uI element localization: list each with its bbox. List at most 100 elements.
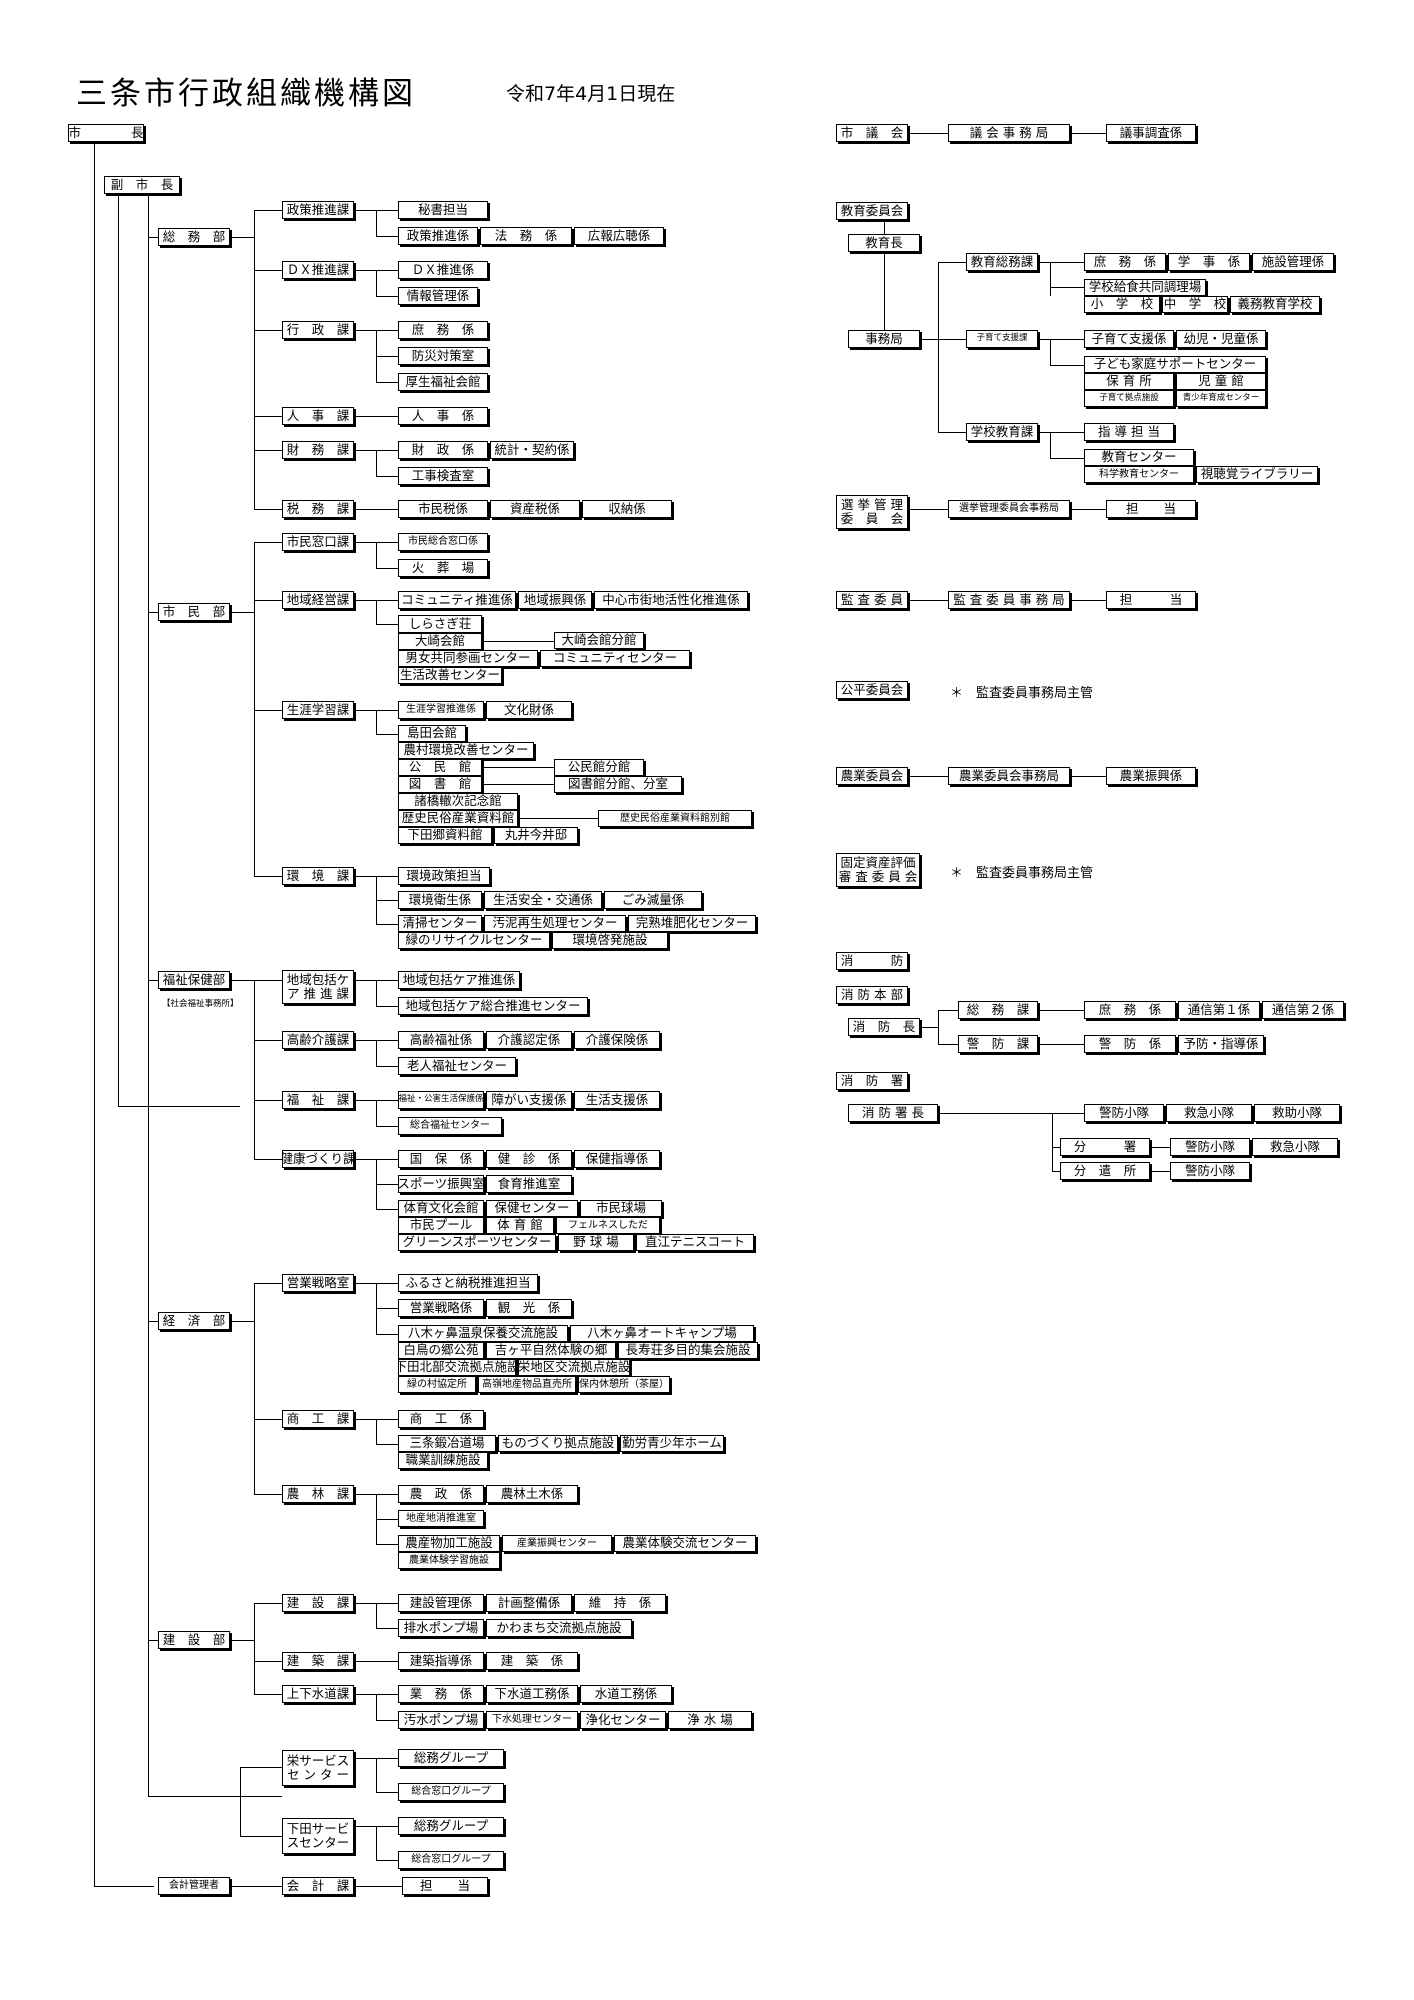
unit: しらさぎ荘 [398,615,482,633]
section-gyosei: 行 政 課 [282,321,354,339]
dept-shimin: 市 民 部 [158,603,230,621]
unit: 勤労青少年ホーム [620,1435,724,1452]
unit: 食育推進室 [486,1175,572,1193]
unit: ものづくり拠点施設 [498,1435,618,1452]
unit: コミュニティ推進係 [398,591,516,609]
dept-kensetsu: 建 設 部 [158,1631,230,1649]
agricultural-office: 農業委員会事務局 [948,767,1070,785]
unit: 浄 水 場 [668,1711,752,1729]
unit: スポーツ振興室 [398,1175,484,1193]
unit: 高齢福祉係 [398,1031,484,1049]
unit: 公 民 館 [398,759,482,776]
fairness-commission: 公平委員会 [836,681,908,699]
section-houkatsu: 地域包括ケア 推 進 課 [282,970,354,1004]
section-fire-soumu: 総 務 課 [958,1001,1038,1019]
unit: 情報管理係 [398,287,478,305]
unit: 統計・契約係 [490,441,574,459]
section-kosodate: 子育て支援課 [966,330,1038,348]
unit: 生活支援係 [574,1091,660,1109]
unit: 環境啓発施設 [552,932,668,949]
unit: 体育文化会館 [398,1200,484,1217]
unit: 担 当 [1106,591,1196,609]
unit: 諸橋轍次記念館 [398,793,518,810]
unit: 児 童 館 [1176,373,1266,390]
unit: 収納係 [582,500,672,518]
unit: 秘書担当 [398,201,488,219]
unit: 財 政 係 [398,441,488,459]
unit: 吉ヶ平自然体験の郷 [486,1342,616,1359]
unit: 福祉・公害生活保護係 [398,1091,484,1109]
fire-station: 消 防 署 [836,1072,908,1090]
unit: 農 政 係 [398,1485,484,1503]
unit: 子ども家庭サポートセンター [1084,356,1266,373]
unit: 歴史民俗産業資料館 [398,810,518,827]
unit: 国 保 係 [398,1150,484,1168]
unit: 生涯学習推進係 [398,701,484,719]
unit: 高嶺地産物品直売所 [478,1376,576,1393]
unit: 厚生福祉会館 [398,373,488,391]
unit: 庶 務 係 [1084,253,1166,271]
unit: 警 防 係 [1084,1035,1176,1053]
board-of-education: 教育委員会 [836,202,908,220]
unit: 栄地区交流拠点施設 [518,1359,630,1376]
unit: 歴史民俗産業資料館別館 [598,810,752,827]
unit: 大崎会館 [398,633,482,650]
unit: 職業訓練施設 [398,1452,488,1469]
section-norin: 農 林 課 [282,1485,354,1503]
section-kankyo: 環 境 課 [282,867,354,885]
unit: 健 診 係 [486,1150,572,1168]
unit: 環境政策担当 [398,867,490,885]
unit: 産業振興センター [502,1535,612,1552]
unit: 広報広聴係 [574,227,664,245]
unit: 公民館分館 [554,759,644,776]
unit: 保健指導係 [574,1150,660,1168]
unit: 担 当 [402,1877,488,1895]
unit: 計画整備係 [486,1594,572,1612]
date-label: 令和7年4月1日現在 [506,83,676,105]
unit: 農業体験交流センター [614,1535,756,1552]
unit: 生活安全・交通係 [484,891,602,909]
unit: 学 事 係 [1168,253,1250,271]
unit: 汚泥再生処理センター [484,915,626,932]
unit: 救助小隊 [1254,1104,1340,1122]
unit: 老人福祉センター [398,1057,516,1075]
unit: 総合福祉センター [398,1117,502,1135]
unit: 火 葬 場 [398,559,488,577]
unit: 地域包括ケア総合推進センター [398,997,588,1015]
agricultural-committee: 農業委員会 [836,767,908,785]
unit: ふるさと納税推進担当 [398,1274,538,1292]
unit: 生活改善センター [398,667,502,684]
unit: 完熟堆肥化センター [628,915,756,932]
unit: 市民総合窓口係 [398,533,488,551]
section-zaimu: 財 務 課 [282,441,354,459]
section-dx: ＤＸ推進課 [282,261,354,279]
election-office: 選挙管理委員会事務局 [948,500,1070,518]
unit: 維 持 係 [574,1594,666,1612]
section-kensetsu: 建 設 課 [282,1594,354,1612]
unit: グリーンスポーツセンター [398,1234,556,1251]
unit: 市民プール [398,1217,484,1234]
section-kaikei: 会 計 課 [282,1877,354,1895]
superintendent: 教育長 [848,234,920,252]
unit: 地域包括ケア推進係 [398,971,520,989]
section-zeimu: 税 務 課 [282,500,354,518]
unit: 予防・指導係 [1178,1035,1264,1053]
unit: 農産物加工施設 [398,1535,500,1552]
election-commission: 選 挙 管 理委 員 会 [836,495,908,529]
unit: 農業体験学習施設 [398,1552,500,1569]
unit: 総合窓口グループ [398,1851,504,1869]
unit: 人 事 係 [398,407,488,425]
fire-headquarters: 消 防 本 部 [836,986,908,1004]
unit: 義務教育学校 [1230,296,1320,313]
unit: コミュニティセンター [540,650,690,667]
unit: 浄化センター [580,1711,666,1729]
unit: 建築指導係 [398,1652,484,1670]
unit: 中心市街地活性化推進係 [594,591,748,609]
unit: 庶 務 係 [1084,1001,1176,1019]
unit: 大崎会館分館 [554,632,644,649]
unit: 白鳥の郷公苑 [398,1342,484,1359]
section-madoguchi: 市民窓口課 [282,533,354,551]
unit: 下水処理センター [486,1711,578,1729]
treasurer-box: 会計管理者 [158,1877,230,1895]
section-seisaku: 政策推進課 [282,201,354,219]
